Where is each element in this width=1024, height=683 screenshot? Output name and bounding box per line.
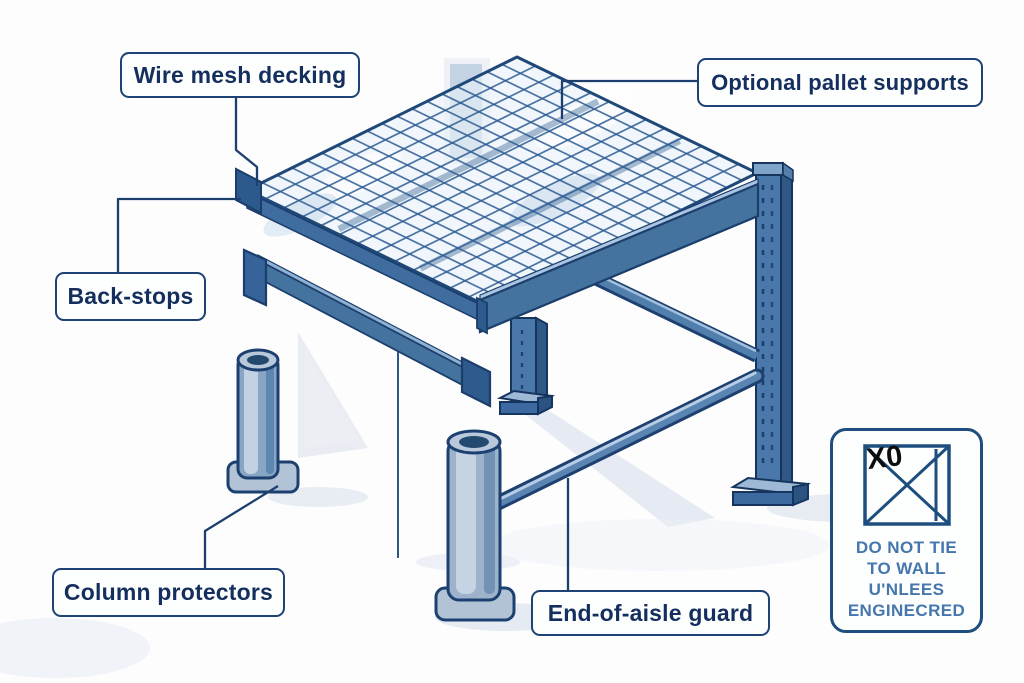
warning-line: TO WALL	[867, 559, 946, 578]
diagonal-brace	[593, 272, 761, 363]
leader-back-stops	[116, 197, 241, 272]
label-optional-pallet-supports: Optional pallet supports	[697, 58, 983, 107]
warning-line: DO NOT TIE	[855, 538, 958, 557]
warning-text: DO NOT TIE TO WALL U'NLEES ENGINECRED	[848, 537, 965, 621]
middle-post	[496, 316, 556, 416]
label-wire-mesh-decking: Wire mesh decking	[120, 52, 360, 98]
warning-icon-scribble: X0	[864, 439, 904, 477]
crossed-square-icon: X0	[862, 439, 951, 526]
label-end-of-aisle-guard: End-of-aisle guard	[531, 590, 770, 636]
leader-lines	[116, 79, 697, 590]
warning-line: ENGINECRED	[847, 601, 966, 620]
label-column-protectors: Column protectors	[52, 568, 285, 617]
rear-beam	[242, 248, 492, 408]
wall-shade	[298, 332, 368, 458]
guard-post	[434, 429, 516, 622]
column-protector	[226, 348, 300, 494]
guard-rail	[484, 368, 765, 514]
warning-line: U'NLEES	[868, 580, 945, 599]
right-upright	[729, 161, 811, 507]
warning-sign: X0 DO NOT TIE TO WALL U'NLEES ENGINECRED	[830, 428, 983, 633]
leader-column-protectors	[203, 485, 279, 568]
wire-mesh-deck	[236, 57, 757, 324]
front-beam	[476, 178, 760, 335]
leader-pallet-supports	[560, 79, 697, 119]
label-back-stops: Back-stops	[55, 272, 206, 321]
back-stop-plate	[235, 167, 262, 215]
floor-shadows	[0, 410, 923, 678]
leader-wire-mesh	[234, 98, 259, 186]
